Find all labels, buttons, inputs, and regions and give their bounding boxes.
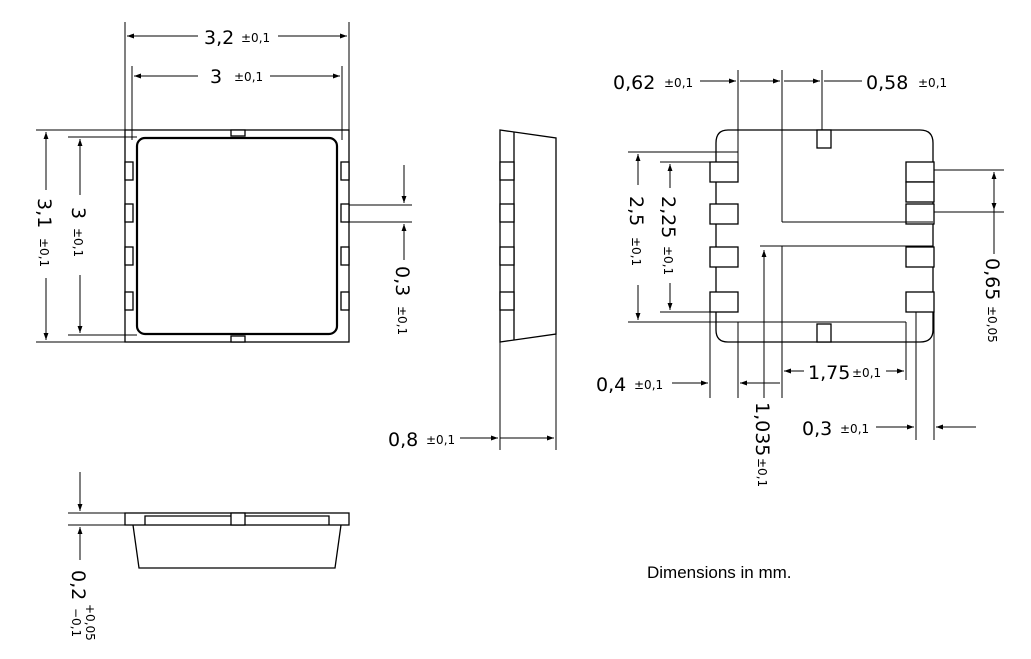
dim-1-035-tol: ±0,1 <box>755 458 769 487</box>
top-view <box>36 22 412 343</box>
dim-0-8-tol: ±0,1 <box>426 433 455 447</box>
dim-0-3-fp-value: 0,3 <box>802 418 832 440</box>
side-view <box>460 129 557 450</box>
dim-0-3-tol: ±0,1 <box>395 306 409 335</box>
dim-3-1-tol: ±0,1 <box>37 238 51 267</box>
dim-0-3-fp-tol: ±0,1 <box>840 422 869 436</box>
dim-0-62-tol: ±0,1 <box>664 76 693 90</box>
dim-2-5-value: 2,5 <box>625 196 647 226</box>
dim-0-2-tol-minus: −0,1 <box>69 608 83 637</box>
dim-0-8-value: 0,8 <box>388 429 418 451</box>
dim-2-25-tol: ±0,1 <box>661 246 675 275</box>
dim-3-2-tol: ±0,1 <box>241 31 270 45</box>
footprint-view <box>628 70 1004 440</box>
dim-0-2-value: 0,2 <box>67 570 89 600</box>
dim-1-75-tol: ±0,1 <box>852 366 881 380</box>
dim-2-25-value: 2,25 <box>657 196 679 238</box>
dim-0-4-tol: ±0,1 <box>634 378 663 392</box>
bottom-section-view <box>68 472 350 569</box>
dim-3-value-v: 3 <box>67 207 89 219</box>
dim-1-75-value: 1,75 <box>808 362 850 384</box>
dim-3-tol: ±0,1 <box>234 70 263 84</box>
dim-1-035-value: 1,035 <box>751 402 773 456</box>
dim-3-1-value: 3,1 <box>33 198 55 228</box>
dim-3-tol-v: ±0,1 <box>71 228 85 257</box>
dim-0-65-value: 0,65 <box>981 258 1003 300</box>
units-note: Dimensions in mm. <box>647 563 792 582</box>
dim-2-5-tol: ±0,1 <box>629 237 643 266</box>
dim-0-3-value: 0,3 <box>391 266 413 296</box>
dim-0-65-tol: ±0,05 <box>985 306 999 343</box>
dim-3-value: 3 <box>210 66 222 88</box>
dim-0-4-value: 0,4 <box>596 374 626 396</box>
dim-0-62-value: 0,62 <box>613 72 655 94</box>
dim-0-2-tol-plus: +0,05 <box>83 604 97 641</box>
dim-3-2-value: 3,2 <box>204 27 234 49</box>
dim-0-58-tol: ±0,1 <box>918 76 947 90</box>
dim-0-58-value: 0,58 <box>866 72 908 94</box>
